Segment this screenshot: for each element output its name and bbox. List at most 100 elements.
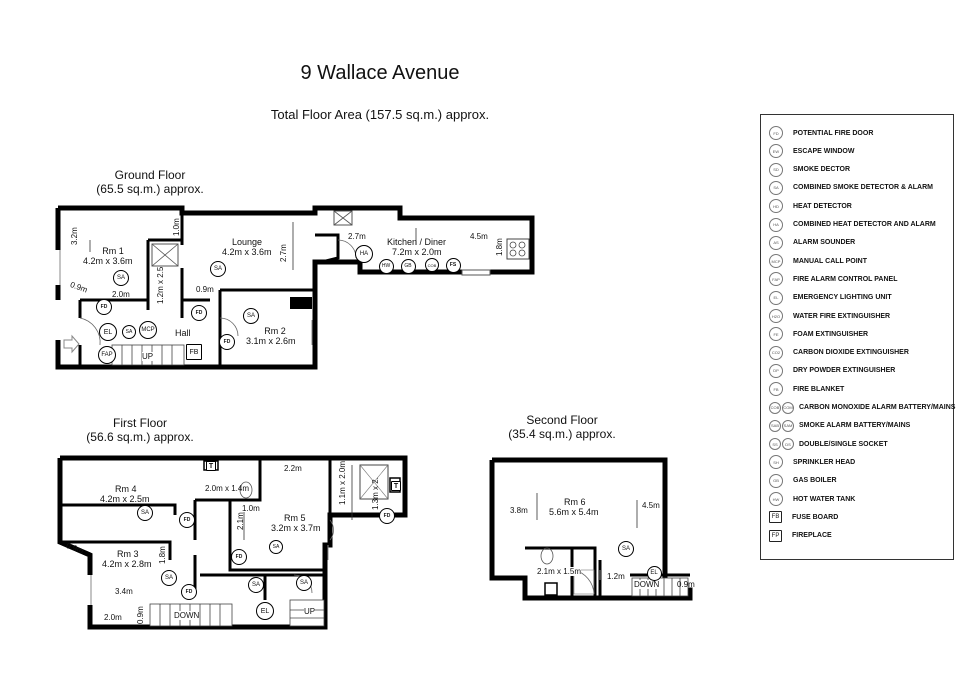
legend-symbol-icon: COM [782,401,794,414]
legend-label: GAS BOILER [793,477,837,485]
legend-label: CARBON DIOXIDE EXTINGUISHER [793,349,909,357]
dim-g-1-2x2-5: 1.2m x 2.5 [156,266,165,304]
fuse-board: FB [186,344,202,360]
hot-water-tank: HW [378,258,394,274]
legend-symbol-icon: FB [769,382,783,397]
dim-f-2-0: 2.0m [104,613,122,622]
dim-f-2-0x1-4: 2.0m x 1.4m [205,484,250,493]
legend-symbol-icon: HD [769,199,783,214]
legend-label: SMOKE DECTOR [793,166,851,174]
dim-f-1-8: 1.8m [158,546,167,564]
legend-symbol-icon: FB [769,511,782,524]
dim-s-4-5: 4.5m [642,501,660,510]
first-floor-name: First Floor [113,416,167,430]
dim-s-1-2: 1.2m [607,572,625,581]
legend-symbol-icon: COB [769,401,781,414]
legend-symbol-icon: SD [769,162,783,177]
room-size-rm2: 3.1m x 2.6m [246,336,296,346]
legend-label: SMOKE ALARM BATTERY/MAINS [799,422,911,430]
legend-symbol-icon: HA [769,217,783,232]
room-name-rm6: Rm 6 [564,497,586,507]
legend: FD POTENTIAL FIRE DOOR EW ESCAPE WINDOW SD SM… [760,114,955,560]
floor-plan-drawing [55,205,693,630]
room-size-rm4: 4.2m x 2.5m [100,494,150,504]
legend-symbol-icon: EW [769,144,783,159]
first-floor-label: First Floor (56.6 sq.m.) approx. [70,416,210,444]
room-name-kitchen: Kitchen / Diner [387,237,447,247]
dim-s-0-9: 0.9m [677,580,695,589]
dim-g-2-7b: 2.7m [348,232,366,241]
smoke-alarm-lounge: SA [210,261,226,277]
fire-door-rm2: FD [219,334,235,350]
toilet-t-first-2: T [391,481,401,491]
dim-s-2-1x1-5: 2.1m x 1.5m [537,567,582,576]
room-name-lounge: Lounge [231,237,263,247]
legend-label: MANUAL CALL POINT [793,257,868,265]
smoke-alarm-landing-2: SA [296,575,312,591]
dim-f-1-3x2: 1.3m x 2. [371,477,380,510]
legend-row: FD POTENTIAL FIRE DOOR [769,126,873,140]
emergency-light-ground: EL [99,323,117,341]
room-size-rm5: 3.2m x 3.7m [271,523,321,533]
total-floor-area: Total Floor Area (157.5 sq.m.) approx. [270,107,490,122]
legend-symbol-icon: FP [769,529,782,542]
second-floor-name: Second Floor [526,413,598,427]
legend-symbol-icon: SAB [769,419,781,432]
manual-call-point: MCP [139,321,157,339]
legend-symbol-icon: H2O [769,309,783,323]
legend-label: POTENTIAL FIRE DOOR [793,129,874,137]
second-floor-outer-wall [489,457,693,601]
legend-row: SD SMOKE DECTOR [769,162,851,177]
legend-label: ESCAPE WINDOW [793,147,855,155]
room-name-rm4: Rm 4 [115,484,137,494]
fire-door-rm1: FD [96,299,112,315]
legend-symbol-icon: HW [769,492,783,506]
second-floor-area: (35.4 sq.m.) approx. [508,427,616,441]
legend-symbol-icon: GB [769,473,783,488]
chimney-breast [290,297,312,309]
fire-door-rm3: FD [181,584,197,600]
smoke-alarm-rm5: SA [269,540,283,554]
stairs-up-ground: UP [142,352,154,361]
toilet-t-first: T [206,461,216,471]
smoke-alarm-rm4: SA [137,505,153,521]
fire-door-hall: FD [191,305,207,321]
smoke-alarm-rm6: SA [618,541,634,557]
room-name-rm3: Rm 3 [117,549,139,559]
second-floor-plan [489,457,693,601]
dim-g-0-9a: 0.9m [196,285,214,294]
first-inner-walls [60,458,332,600]
stairs-up-first: UP [304,607,316,616]
room-size-rm6: 5.6m x 5.4m [549,507,599,517]
dim-g-1-0: 1.0m [172,218,181,236]
legend-symbol-icon: FD [769,126,783,140]
room-size-rm3: 4.2m x 2.8m [102,559,152,569]
legend-symbol-icon: SH [769,455,783,470]
dim-f-1-0: 1.0m [242,504,260,513]
legend-symbol-icon: FE [769,327,783,342]
dim-s-3-8: 3.8m [510,506,528,515]
legend-symbol-icon: AS [769,235,783,250]
stairs-down-first: DOWN [174,611,200,620]
smoke-alarm-rm1: SA [113,270,129,286]
legend-label: COMBINED SMOKE DETECTOR & ALARM [793,184,933,192]
ground-floor-name: Ground Floor [114,168,186,182]
room-name-rm5: Rm 5 [284,513,306,523]
legend-symbol-icon: SAM [782,419,794,432]
legend-symbol-icon: DS [782,438,794,451]
legend-symbol-icon: MCP [769,254,783,269]
